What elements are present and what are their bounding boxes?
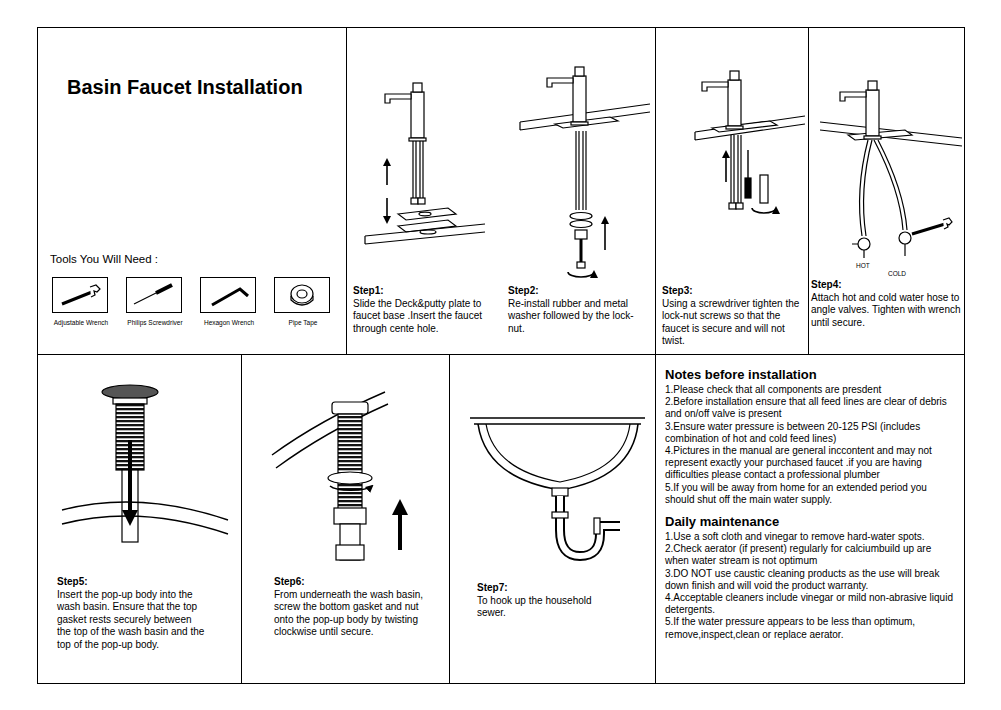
- note-item: 3.DO NOT use caustic cleaning products a…: [665, 568, 957, 592]
- note-item: 3.Ensure water pressure is between 20-12…: [665, 421, 957, 445]
- step-number: Step3:: [662, 285, 805, 298]
- text-wrapper: Tools You Will Need :: [50, 253, 340, 265]
- step-number: Step1:: [353, 285, 498, 298]
- text-wrapper: COLD: [888, 270, 906, 277]
- step-panel: Step1:Slide the Deck&putty plate to fauc…: [346, 27, 501, 354]
- step-text: Slide the Deck&putty plate to faucet bas…: [353, 298, 498, 336]
- text-wrapper: Step1:Slide the Deck&putty plate to fauc…: [353, 285, 498, 335]
- notes-panel: Notes before installation1.Please check …: [655, 354, 964, 683]
- note-item: 2.Check aerator (if present) regularly f…: [665, 543, 957, 567]
- note-item: 4.Acceptable cleaners include vinegar or…: [665, 592, 957, 616]
- step-text: Re-install rubber and metal washer follo…: [508, 298, 648, 336]
- section-heading: Notes before installation: [665, 367, 957, 383]
- note-item: 1.Please check that all components are p…: [665, 384, 957, 396]
- tool-label: Hexagon Wrench: [187, 319, 271, 326]
- step-text: Insert the pop-up body into the wash bas…: [57, 589, 207, 652]
- header-panel: Basin Faucet InstallationTools You Will …: [37, 27, 346, 354]
- step-number: Step5:: [57, 576, 207, 589]
- step-panel: Step5:Insert the pop-up body into the wa…: [37, 354, 241, 683]
- step-text: To hook up the household sewer.: [477, 595, 617, 620]
- text-wrapper: Step4:Attach hot and cold water hose to …: [811, 279, 964, 329]
- tool-box: Philips Screwdriver: [126, 277, 182, 313]
- text-wrapper: Step7:To hook up the household sewer.: [477, 582, 617, 620]
- step-text: From underneath the wash basin, screw th…: [274, 589, 429, 639]
- valve-label: COLD: [888, 270, 906, 277]
- step-panel: Step6:From underneath the wash basin, sc…: [241, 354, 449, 683]
- text-wrapper: HOT: [856, 262, 870, 269]
- note-item: 1.Use a soft cloth and vinegar to remove…: [665, 531, 957, 543]
- tool-box: Adjustable Wrench: [52, 277, 108, 313]
- section-heading: Daily maintenance: [665, 514, 957, 530]
- tool-label: Pipe Tape: [261, 319, 345, 326]
- step-text: Using a screwdriver tighten the lock-nut…: [662, 298, 805, 348]
- note-item: 5.If you will be away from home for an e…: [665, 482, 957, 506]
- step-panel: Step7:To hook up the household sewer.: [449, 354, 655, 683]
- tool-label: Adjustable Wrench: [39, 319, 123, 326]
- step-number: Step2:: [508, 285, 648, 298]
- note-item: 2.Before installation ensure that all fe…: [665, 396, 957, 420]
- text-wrapper: Notes before installation1.Please check …: [665, 367, 957, 641]
- note-item: 4.Pictures in the manual are general inc…: [665, 445, 957, 482]
- step-number: Step4:: [811, 279, 964, 292]
- step-panel: Step2:Re-install rubber and metal washer…: [501, 27, 655, 354]
- section-heading: Tools You Will Need :: [50, 253, 340, 265]
- text-wrapper: Step3:Using a screwdriver tighten the lo…: [662, 285, 805, 348]
- text-wrapper: Step5:Insert the pop-up body into the wa…: [57, 576, 207, 651]
- tool-box: Hexagon Wrench: [200, 277, 256, 313]
- valve-label: HOT: [856, 262, 870, 269]
- text-wrapper: Step2:Re-install rubber and metal washer…: [508, 285, 648, 335]
- step-text: Attach hot and cold water hose to angle …: [811, 292, 964, 330]
- page-title: Basin Faucet Installation: [67, 76, 303, 99]
- text-wrapper: Basin Faucet Installation: [67, 76, 303, 99]
- tool-label: Philips Screwdriver: [113, 319, 197, 326]
- note-item: 5.If the water pressure appears to be le…: [665, 616, 957, 640]
- step-number: Step6:: [274, 576, 429, 589]
- step-panel: Step4:Attach hot and cold water hose to …: [808, 27, 964, 354]
- step-number: Step7:: [477, 582, 617, 595]
- text-wrapper: Step6:From underneath the wash basin, sc…: [274, 576, 429, 639]
- step-panel: Step3:Using a screwdriver tighten the lo…: [655, 27, 808, 354]
- tool-box: Pipe Tape: [274, 277, 330, 313]
